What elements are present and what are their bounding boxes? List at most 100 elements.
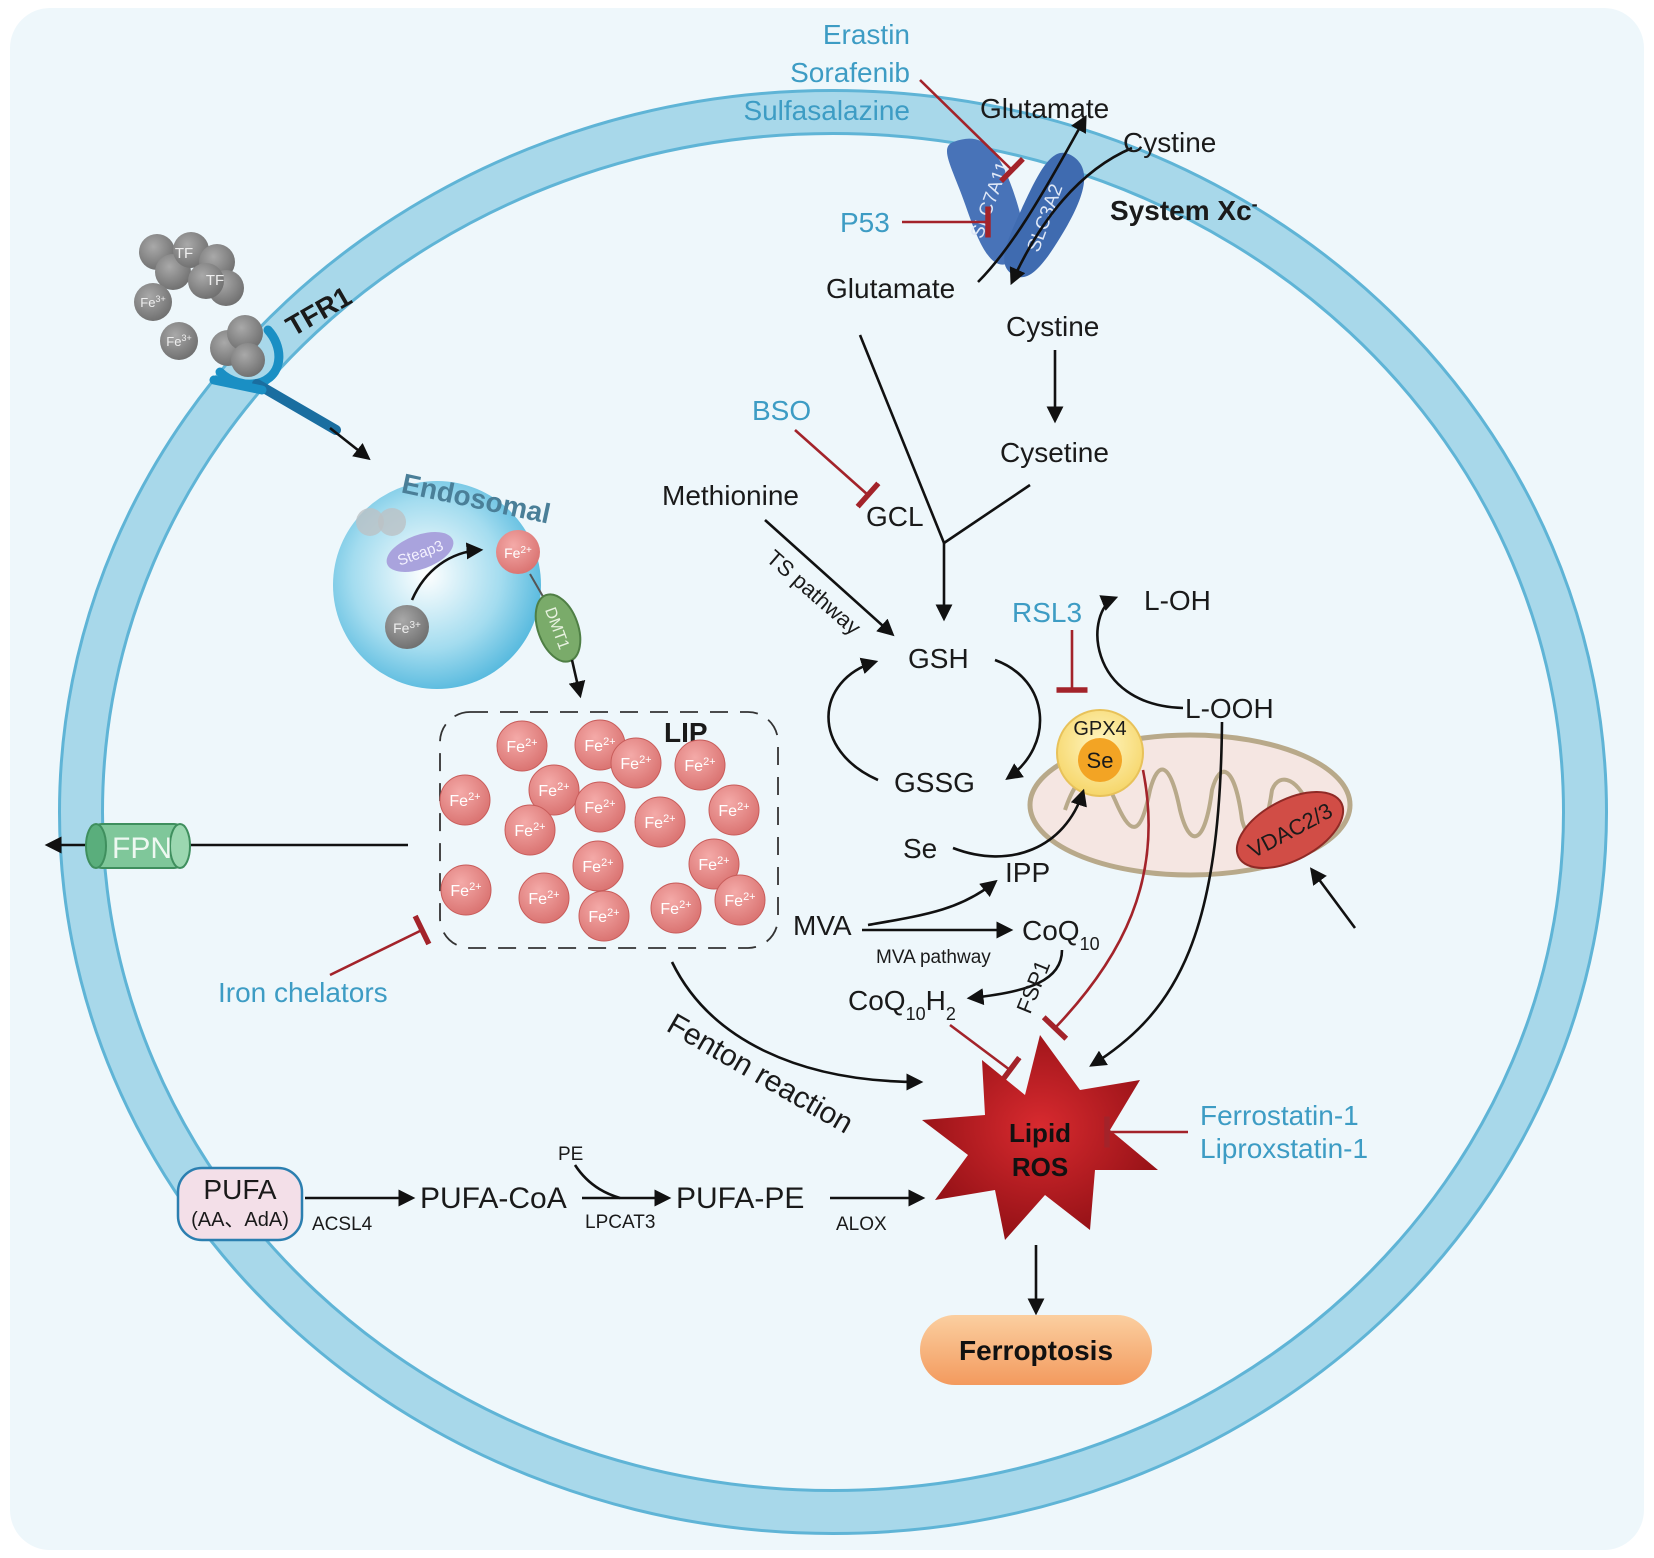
fe2-label: Fe2+: [449, 791, 480, 810]
gsh-label: GSH: [908, 643, 969, 674]
bso-label: BSO: [752, 395, 811, 426]
fe2-ball: [528, 764, 580, 816]
lpcat3-label: LPCAT3: [585, 1212, 655, 1233]
lipid-ros-burst: [922, 1035, 1158, 1240]
sulfasalazine-label: Sulfasalazine: [743, 95, 910, 126]
alox-label: ALOX: [836, 1214, 887, 1235]
cell-membrane-fill: [61, 92, 1605, 1532]
gpx4-label: GPX4: [1073, 718, 1126, 740]
fe2-label: Fe2+: [718, 801, 749, 820]
mva-to-ipp-arrow: [867, 879, 998, 927]
pe-label: PE: [558, 1144, 583, 1165]
erastin-label: Erastin: [823, 19, 910, 50]
fenton-reaction-arrow: [670, 961, 924, 1091]
tf-bound-ball: [227, 315, 263, 351]
fe2-label: Fe2+: [588, 907, 619, 926]
p53-label: P53: [840, 207, 890, 238]
glutamate-out-label: Glutamate: [980, 93, 1109, 124]
fe2-label: Fe2+: [538, 781, 569, 800]
fpn-label: FPN: [112, 832, 172, 865]
fe2-label: Fe2+: [698, 855, 729, 874]
erastin-inhibition: [919, 79, 1025, 184]
fe2-label: Fe2+: [584, 736, 615, 755]
pufa-sub-label: (AA、AdA): [191, 1209, 289, 1231]
mva-pathway-label: MVA pathway: [876, 947, 991, 968]
looh-to-ros-arrow: [1089, 721, 1224, 1067]
dmt1-to-lip-arrow: [568, 659, 586, 699]
gpx4-se-core: [1078, 738, 1122, 782]
system-xc-transporter: SLC7A11 SLC3A2: [946, 115, 1133, 286]
fe2-label: Fe2+: [514, 821, 545, 840]
fe3-label: Fe3+: [140, 294, 165, 310]
fe2-ball: [496, 720, 548, 772]
gssg-to-gsh-arrow: [827, 657, 879, 782]
acsl4-label: ACSL4: [312, 1214, 373, 1235]
endosome-tf-ball: [378, 508, 406, 536]
fe2-ball: [439, 774, 491, 826]
glutamate-in-label: Glutamate: [826, 273, 955, 304]
fsp1-reduction-arrow: [966, 949, 1064, 1006]
ferroptosis-label: Ferroptosis: [959, 1335, 1113, 1366]
l-oh-label: L-OH: [1144, 585, 1211, 616]
pufa-label: PUFA: [203, 1174, 276, 1205]
tfr1-receptor: [209, 325, 341, 435]
iron-chelators-label: Iron chelators: [218, 977, 388, 1008]
fe3-label: Fe3+: [166, 333, 191, 349]
fe2-ball: [578, 890, 630, 942]
system-xc-label: System Xc-: [1110, 194, 1258, 226]
iron-chelators-inhibition: [329, 914, 432, 977]
cystine-out-label: Cystine: [1123, 127, 1216, 158]
dmt1-channel: [534, 593, 582, 663]
fe2-ball: [634, 796, 686, 848]
cysteine-to-gcl-line: [943, 483, 1031, 545]
fe2-ball: [504, 804, 556, 856]
ts-pathway-arrow: [764, 519, 895, 637]
endosome-fe2-label: Fe2+: [504, 545, 532, 561]
fpn-channel: [85, 823, 191, 869]
glutamate-to-gcl-line: [858, 334, 946, 544]
l-ooh-label: L-OOH: [1185, 693, 1274, 724]
endosome-tf-ball: [356, 508, 384, 536]
rsl3-label: RSL3: [1012, 597, 1082, 628]
cysteine-label: Cysetine: [1000, 437, 1109, 468]
liproxstatin-label: Liproxstatin-1: [1200, 1133, 1368, 1164]
fe2-label: Fe2+: [528, 889, 559, 908]
se-label: Se: [903, 833, 937, 864]
bso-inhibition: [794, 429, 881, 509]
fe2-ball: [708, 784, 760, 836]
methionine-label: Methionine: [662, 480, 799, 511]
tf-bound-ball: [231, 343, 265, 377]
fe2-label: Fe2+: [684, 756, 715, 775]
steap3-protein: [386, 532, 454, 572]
pufa-coa-label: PUFA-CoA: [420, 1182, 567, 1215]
glutamate-export-arrow: [977, 115, 1087, 283]
sorafenib-label: Sorafenib: [790, 57, 910, 88]
background-panel: [10, 8, 1644, 1550]
coq10h2-label: CoQ10H2: [848, 985, 956, 1024]
dmt1-connector: [529, 573, 546, 601]
tfr1-to-endosome-arrow: [329, 426, 371, 461]
fe3-reduction-arrow: [410, 542, 484, 601]
fe2-ball: [688, 838, 740, 890]
mva-label: MVA: [793, 910, 852, 941]
pufa-box: [176, 1166, 304, 1242]
lipid-ros-line1: Lipid: [1009, 1118, 1071, 1148]
gsh-to-gssg-arrow: [994, 658, 1042, 780]
gpx4-se-label: Se: [1087, 748, 1114, 773]
ferrostatin-label: Ferrostatin-1: [1200, 1100, 1359, 1131]
fpn-cap: [169, 823, 191, 869]
vdac-channel: [1235, 791, 1345, 869]
tf-label: TF: [206, 272, 224, 289]
fe2-label: Fe2+: [582, 857, 613, 876]
fe2-ball: [610, 737, 662, 789]
gpx4-inhibits-ros: [1041, 769, 1150, 1041]
slc3a2-protein: [1004, 152, 1085, 278]
lip-fe2-balls: Fe2+ Fe2+ Fe2+ Fe2+ Fe2+ Fe2+ Fe2+ Fe2+ Fe2+ Fe2+…: [439, 719, 766, 942]
fe2-label: Fe2+: [620, 754, 651, 773]
fe2-label: Fe2+: [584, 798, 615, 817]
lip-pool-box: [439, 711, 779, 949]
fpn-cap: [85, 823, 107, 869]
tfr1-stem: [252, 379, 341, 435]
ipp-label: IPP: [1005, 857, 1050, 888]
